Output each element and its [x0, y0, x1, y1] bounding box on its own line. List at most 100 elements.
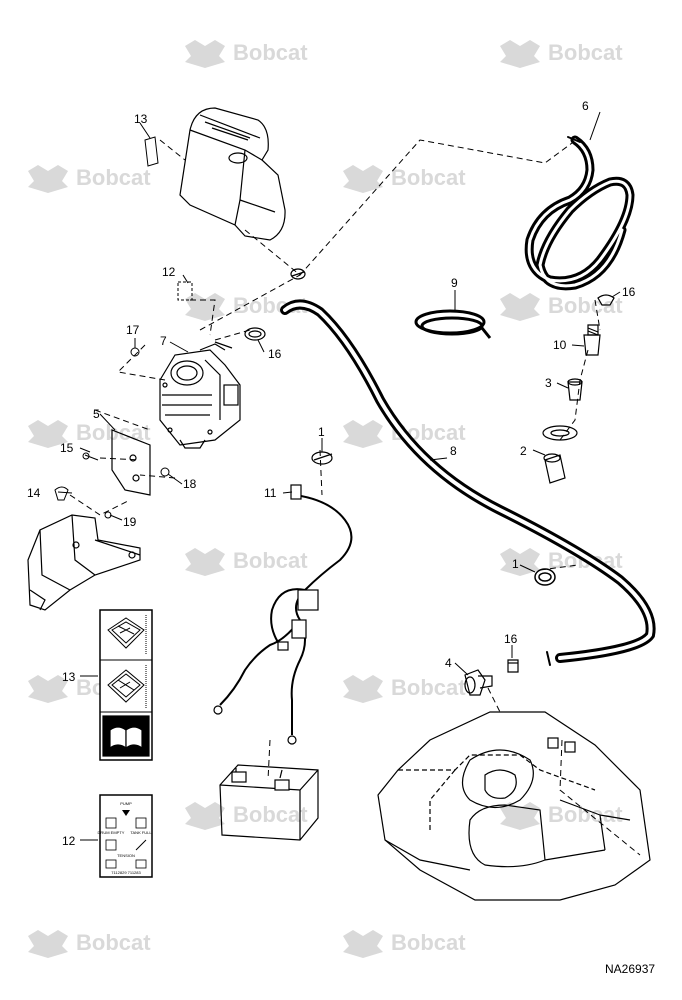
- callout-8: 8: [450, 444, 457, 458]
- hose-9: [414, 309, 492, 339]
- watermark: Bobcat: [500, 40, 623, 68]
- watermark: Bobcat: [28, 930, 151, 958]
- decal-13: [99, 609, 153, 761]
- check-icon: [135, 839, 147, 851]
- bobcat-logo-icon: [185, 293, 225, 321]
- decal-drum-empty-label: DRUM EMPTY: [98, 830, 125, 835]
- bobcat-logo-icon: [185, 548, 225, 576]
- tank-icon: [135, 817, 147, 829]
- drawing-number: NA26937: [605, 962, 655, 976]
- hose-6: [524, 135, 635, 291]
- callout-4: 4: [445, 656, 452, 670]
- decal-pump-label: PUMP: [120, 801, 132, 806]
- watermark-text: Bobcat: [548, 40, 623, 65]
- hose-8: [280, 299, 656, 666]
- gauge-icon: [105, 839, 117, 851]
- watermark: Bobcat: [28, 165, 151, 193]
- bobcat-logo-icon: [28, 930, 68, 958]
- watermark-text: Bobcat: [233, 802, 308, 827]
- watermark: Bobcat: [500, 293, 623, 321]
- callout-13-top: 13: [134, 112, 148, 126]
- mounting-bracket: [27, 514, 141, 611]
- bobcat-logo-icon: [500, 40, 540, 68]
- watermark: Bobcat: [500, 802, 623, 830]
- watermark-text: Bobcat: [76, 165, 151, 190]
- drum-icon: [105, 817, 117, 829]
- clamp-1-right: [534, 568, 556, 586]
- pump-icon: [122, 810, 130, 816]
- watermark-text: Bobcat: [548, 802, 623, 827]
- belt-icon: [105, 859, 117, 869]
- bolt-15: [82, 452, 99, 461]
- callout-1-right: 1: [512, 557, 519, 571]
- decal-13-top: [144, 136, 159, 167]
- decal-tank-full-label: TANK FULL: [130, 830, 152, 835]
- callout-16-pump: 16: [268, 347, 282, 361]
- watermark-text: Bobcat: [548, 293, 623, 318]
- bobcat-logo-icon: [185, 40, 225, 68]
- bobcat-logo-icon: [28, 675, 68, 703]
- clamp-16-top: [290, 268, 306, 280]
- clamp-16-lower: [507, 659, 519, 673]
- fitting-2: [542, 425, 578, 484]
- bobcat-logo-icon: [343, 675, 383, 703]
- watermark-text: Bobcat: [76, 930, 151, 955]
- fuel-tank: [377, 711, 651, 901]
- bobcat-logo-icon: [500, 548, 540, 576]
- clamp-16-right: [597, 294, 615, 306]
- bobcat-logo-icon: [343, 930, 383, 958]
- decal-12-top: [177, 281, 193, 301]
- clamp-16-pump: [244, 327, 266, 341]
- callout-1-top: 1: [318, 425, 325, 439]
- callout-17: 17: [126, 323, 140, 337]
- bobcat-logo-icon: [343, 420, 383, 448]
- callout-6: 6: [582, 99, 589, 113]
- callout-10: 10: [553, 338, 567, 352]
- belt-icon: [135, 859, 147, 869]
- callout-5: 5: [93, 407, 100, 421]
- callout-13-decal: 13: [62, 670, 76, 684]
- callout-11: 11: [264, 486, 277, 500]
- callout-9: 9: [451, 276, 458, 290]
- watermark: Bobcat: [185, 548, 308, 576]
- callout-2: 2: [520, 444, 527, 458]
- callout-7: 7: [160, 334, 167, 348]
- callout-16-right: 16: [622, 285, 636, 299]
- plate-5: [111, 429, 151, 496]
- decal-12: PUMP DRUM EMPTY TANK FULL TENSION 711282…: [98, 794, 153, 878]
- screw-14: [54, 486, 69, 501]
- bobcat-logo-icon: [500, 293, 540, 321]
- callout-15: 15: [60, 441, 74, 455]
- bobcat-logo-icon: [28, 165, 68, 193]
- decal-tension-label: TENSION: [117, 853, 135, 858]
- watermark-text: Bobcat: [391, 930, 466, 955]
- fitting-10: [583, 324, 601, 356]
- watermark-text: Bobcat: [233, 40, 308, 65]
- callout-12-top: 12: [162, 265, 176, 279]
- transfer-pump: [159, 341, 241, 449]
- engine-cover: [179, 107, 286, 241]
- watermark: Bobcat: [343, 930, 466, 958]
- nut-18: [160, 467, 170, 477]
- callout-12-decal: 12: [62, 834, 76, 848]
- watermark-text: Bobcat: [233, 548, 308, 573]
- manual-book-icon: [102, 715, 150, 757]
- callout-16-lower: 16: [504, 632, 518, 646]
- callout-14: 14: [27, 486, 41, 500]
- watermark: Bobcat: [185, 40, 308, 68]
- callout-3: 3: [545, 376, 552, 390]
- warning-icon: [107, 665, 147, 708]
- callout-18: 18: [183, 477, 197, 491]
- watermark-text: Bobcat: [391, 165, 466, 190]
- battery: [219, 764, 319, 841]
- bobcat-logo-icon: [185, 802, 225, 830]
- bobcat-logo-icon: [343, 165, 383, 193]
- clamp-1-top: [311, 451, 333, 465]
- wire-harness-11: [213, 484, 353, 745]
- leader-lines: [57, 111, 621, 841]
- watermark: Bobcat: [343, 675, 466, 703]
- elbow-fitting-4: [464, 669, 493, 696]
- watermark: Bobcat: [343, 165, 466, 193]
- fitting-3: [567, 378, 583, 401]
